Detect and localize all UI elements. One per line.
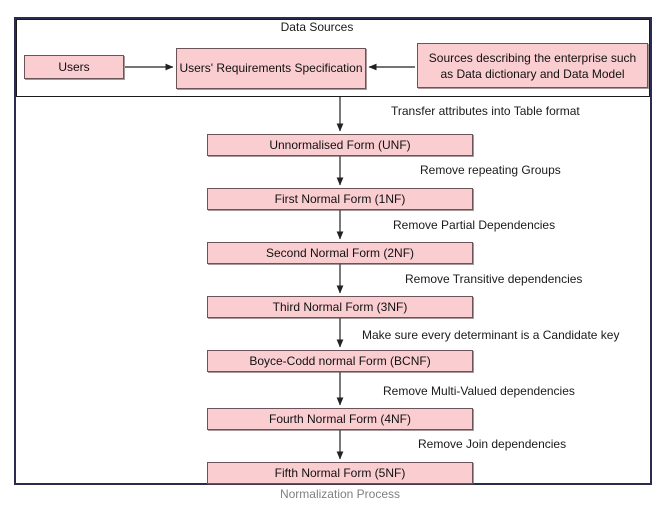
node-bcnf[interactable]: Boyce-Codd normal Form (BCNF) <box>207 350 473 372</box>
node-sources-enterprise[interactable]: Sources describing the enterprise such a… <box>417 43 648 88</box>
node-2nf[interactable]: Second Normal Form (2NF) <box>207 242 473 264</box>
node-unf[interactable]: Unnormalised Form (UNF) <box>207 134 473 156</box>
edge-label-to-3nf: Remove Transitive dependencies <box>405 272 583 286</box>
edge-label-to-2nf: Remove Partial Dependencies <box>393 218 556 232</box>
node-5nf[interactable]: Fifth Normal Form (5NF) <box>207 462 473 484</box>
edge-label-to-1nf: Remove repeating Groups <box>420 163 561 177</box>
edge-label-to-unf: Transfer attributes into Table format <box>391 104 580 118</box>
node-4nf[interactable]: Fourth Normal Form (4NF) <box>207 408 473 430</box>
data-sources-group <box>16 19 650 97</box>
diagram-caption: Normalization Process <box>279 487 401 501</box>
edge-label-to-bcnf: Make sure every determinant is a Candida… <box>362 328 620 342</box>
edge-label-to-5nf: Remove Join dependencies <box>418 437 567 451</box>
node-1nf[interactable]: First Normal Form (1NF) <box>207 188 473 210</box>
node-requirements-specification[interactable]: Users' Requirements Specification <box>176 48 366 89</box>
edge-label-to-4nf: Remove Multi-Valued dependencies <box>383 384 575 398</box>
node-3nf[interactable]: Third Normal Form (3NF) <box>207 296 473 318</box>
node-users[interactable]: Users <box>24 55 124 79</box>
data-sources-title: Data Sources <box>280 20 354 34</box>
